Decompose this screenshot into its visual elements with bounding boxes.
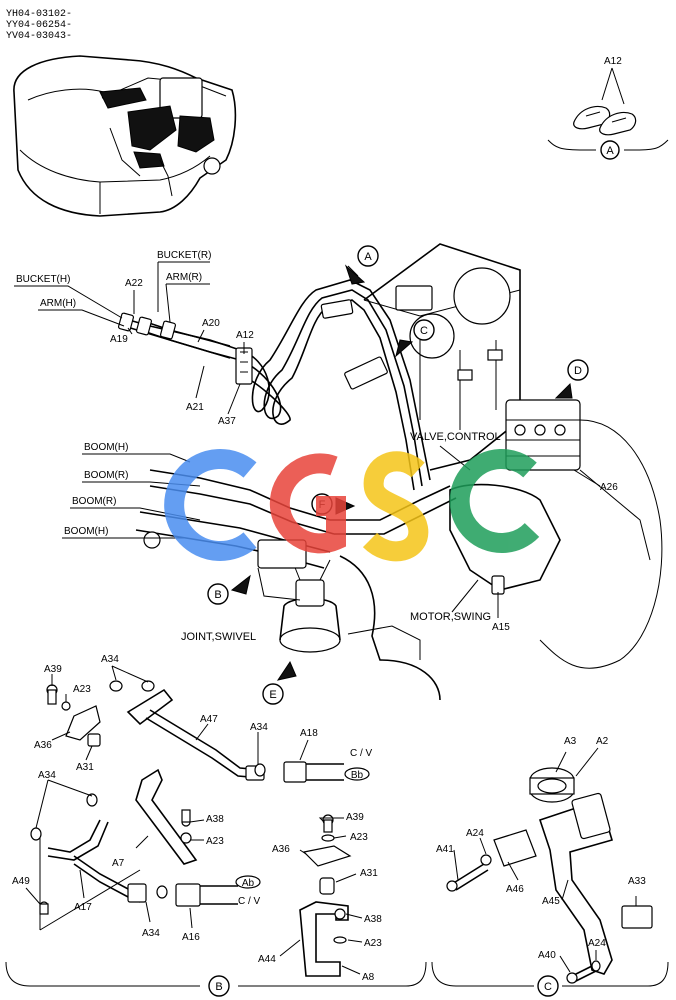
part-label-a36-b: A36 (34, 740, 52, 751)
part-label-a40: A40 (538, 950, 556, 961)
part-label-a23-m1: A23 (350, 832, 368, 843)
part-label-a37: A37 (218, 416, 236, 427)
part-label-a49: A49 (12, 876, 30, 887)
view-arrow-e: E (262, 660, 297, 705)
part-label-a39-m: A39 (346, 812, 364, 823)
svg-text:C: C (420, 325, 428, 337)
part-label-a45: A45 (542, 896, 560, 907)
part-label-a34-b1: A34 (101, 654, 119, 665)
section-b-marker: B (215, 981, 222, 993)
detail-b (25, 665, 370, 931)
part-label-a18: A18 (300, 728, 318, 739)
part-label-a21: A21 (186, 402, 204, 413)
component-label-motor-swing: MOTOR,SWING (410, 611, 491, 623)
part-label-a16: A16 (182, 932, 200, 943)
hose-label-arm-r: ARM(R) (166, 272, 202, 283)
view-a-inset: A12 A (547, 56, 669, 160)
part-label-a23-b2: A23 (206, 836, 224, 847)
serial-line-1: YH04-03102- (6, 9, 72, 20)
part-label-a2: A2 (596, 736, 609, 747)
part-label-a33: A33 (628, 876, 646, 887)
part-label-a7: A7 (112, 858, 125, 869)
view-arrow-b: B (207, 574, 251, 605)
part-label-a23-m2: A23 (364, 938, 382, 949)
watermark-logo (164, 448, 540, 562)
main-labels: BUCKET(H) BUCKET(R) ARM(R) ARM(H) A22 A2… (16, 250, 618, 643)
part-label-a34-b4: A34 (142, 928, 160, 939)
part-label-a3: A3 (564, 736, 577, 747)
part-label-a47: A47 (200, 714, 218, 725)
svg-text:A: A (364, 251, 372, 263)
detail-c-labels: A3 A2 A24 A41 A46 A45 A33 A40 A24 (436, 736, 646, 961)
part-label-a24-c2: A24 (588, 938, 606, 949)
control-valve (505, 399, 663, 669)
view-arrow-a: A (344, 245, 379, 285)
part-label-a22: A22 (125, 278, 143, 289)
hose-label-boom-h-lower: BOOM(H) (64, 526, 108, 537)
hose-label-bucket-h: BUCKET(H) (16, 274, 70, 285)
part-label-a20: A20 (202, 318, 220, 329)
cv-label-lower: C / V (238, 896, 261, 907)
serial-line-3: YV04-03043- (6, 31, 72, 42)
part-label-a17: A17 (74, 902, 92, 913)
cv-port-bb: Bb (351, 770, 364, 781)
svg-text:B: B (214, 589, 221, 601)
part-label-a34-b3: A34 (38, 770, 56, 781)
part-label-a12: A12 (236, 330, 254, 341)
part-label-a26: A26 (600, 482, 618, 493)
part-label-a31-b: A31 (76, 762, 94, 773)
view-arrow-c: C (395, 319, 435, 358)
part-label-a19: A19 (110, 334, 128, 345)
view-arrow-d: D (554, 359, 589, 399)
cv-port-ab: Ab (242, 878, 255, 889)
section-c-marker: C (544, 981, 552, 993)
component-label-joint-swivel: JOINT,SWIVEL (181, 631, 256, 643)
part-label-a38-m: A38 (364, 914, 382, 925)
part-label-a24-c1: A24 (466, 828, 484, 839)
part-label-a44: A44 (258, 954, 276, 965)
component-label-valve-control: VALVE,CONTROL (410, 431, 501, 443)
view-a-inset-marker: A (606, 145, 614, 157)
cv-label-upper: C / V (350, 748, 373, 759)
hose-label-boom-h-upper: BOOM(H) (84, 442, 128, 453)
view-arrows: A C D F B E (207, 245, 589, 705)
detail-b-labels: A39 A23 A36 A31 A34 A47 A34 A18 A34 A38 … (12, 654, 373, 943)
detail-clamp-labels: A39 A23 A36 A31 A38 A23 A44 A8 (258, 812, 382, 983)
swivel-joint (279, 559, 341, 653)
machine-overview (13, 55, 237, 217)
part-label-a38-b: A38 (206, 814, 224, 825)
part-label-a34-b2: A34 (250, 722, 268, 733)
part-label-a12-inset: A12 (604, 56, 622, 67)
part-label-a23-b1: A23 (73, 684, 91, 695)
hose-label-boom-r-upper: BOOM(R) (84, 470, 128, 481)
engine-block (363, 243, 521, 471)
hose-label-bucket-r: BUCKET(R) (157, 250, 211, 261)
svg-text:E: E (269, 689, 276, 701)
part-label-a15: A15 (492, 622, 510, 633)
hose-label-arm-h: ARM(H) (40, 298, 76, 309)
part-label-a31-m: A31 (360, 868, 378, 879)
part-label-a8: A8 (362, 972, 375, 983)
hose-bundle-upper (117, 279, 431, 491)
part-label-a46: A46 (506, 884, 524, 895)
part-label-a36-m: A36 (272, 844, 290, 855)
detail-clamp-assembly (279, 814, 363, 977)
part-label-a41: A41 (436, 844, 454, 855)
detail-c (446, 747, 653, 984)
serial-line-2: YY04-06254- (6, 20, 72, 31)
section-braces: B C (5, 961, 669, 997)
part-label-a39-b: A39 (44, 664, 62, 675)
svg-text:D: D (574, 365, 582, 377)
hose-label-boom-r-lower: BOOM(R) (72, 496, 116, 507)
